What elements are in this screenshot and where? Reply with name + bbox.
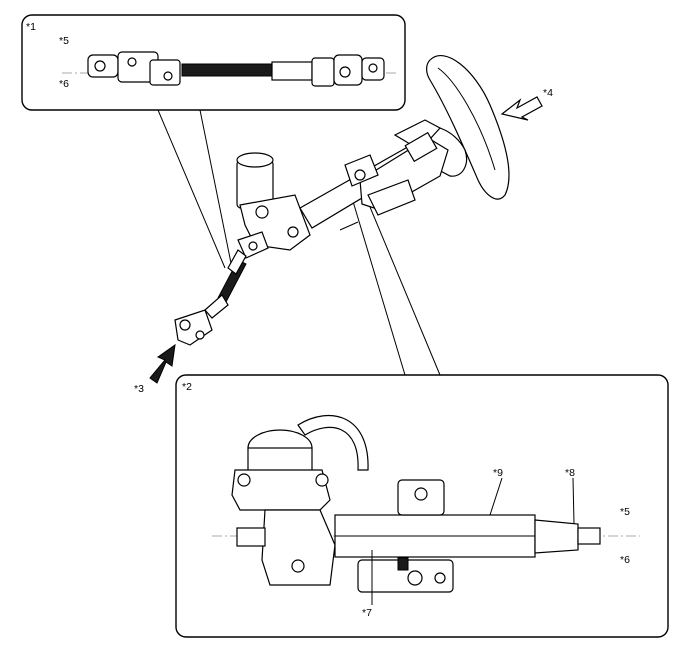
callout-6-bottom: *6 [620, 554, 630, 566]
view-arrow-3 [149, 343, 176, 384]
steering-column-main [174, 119, 449, 346]
callout-6-top: *6 [59, 78, 69, 90]
callout-4: *4 [543, 87, 553, 99]
inset-panel-2 [175, 374, 669, 638]
callout-5-bottom: *5 [620, 506, 630, 518]
view-arrow-4 [500, 96, 543, 121]
callout-7: *7 [362, 607, 372, 619]
inset-panel-1 [21, 14, 406, 111]
callout-3: *3 [134, 383, 144, 395]
callout-1: *1 [26, 21, 36, 33]
callout-2: *2 [182, 381, 192, 393]
callout-5-top: *5 [59, 35, 69, 47]
callout-8: *8 [565, 467, 575, 479]
callout-9: *9 [493, 467, 503, 479]
leader-lines [157, 109, 441, 376]
